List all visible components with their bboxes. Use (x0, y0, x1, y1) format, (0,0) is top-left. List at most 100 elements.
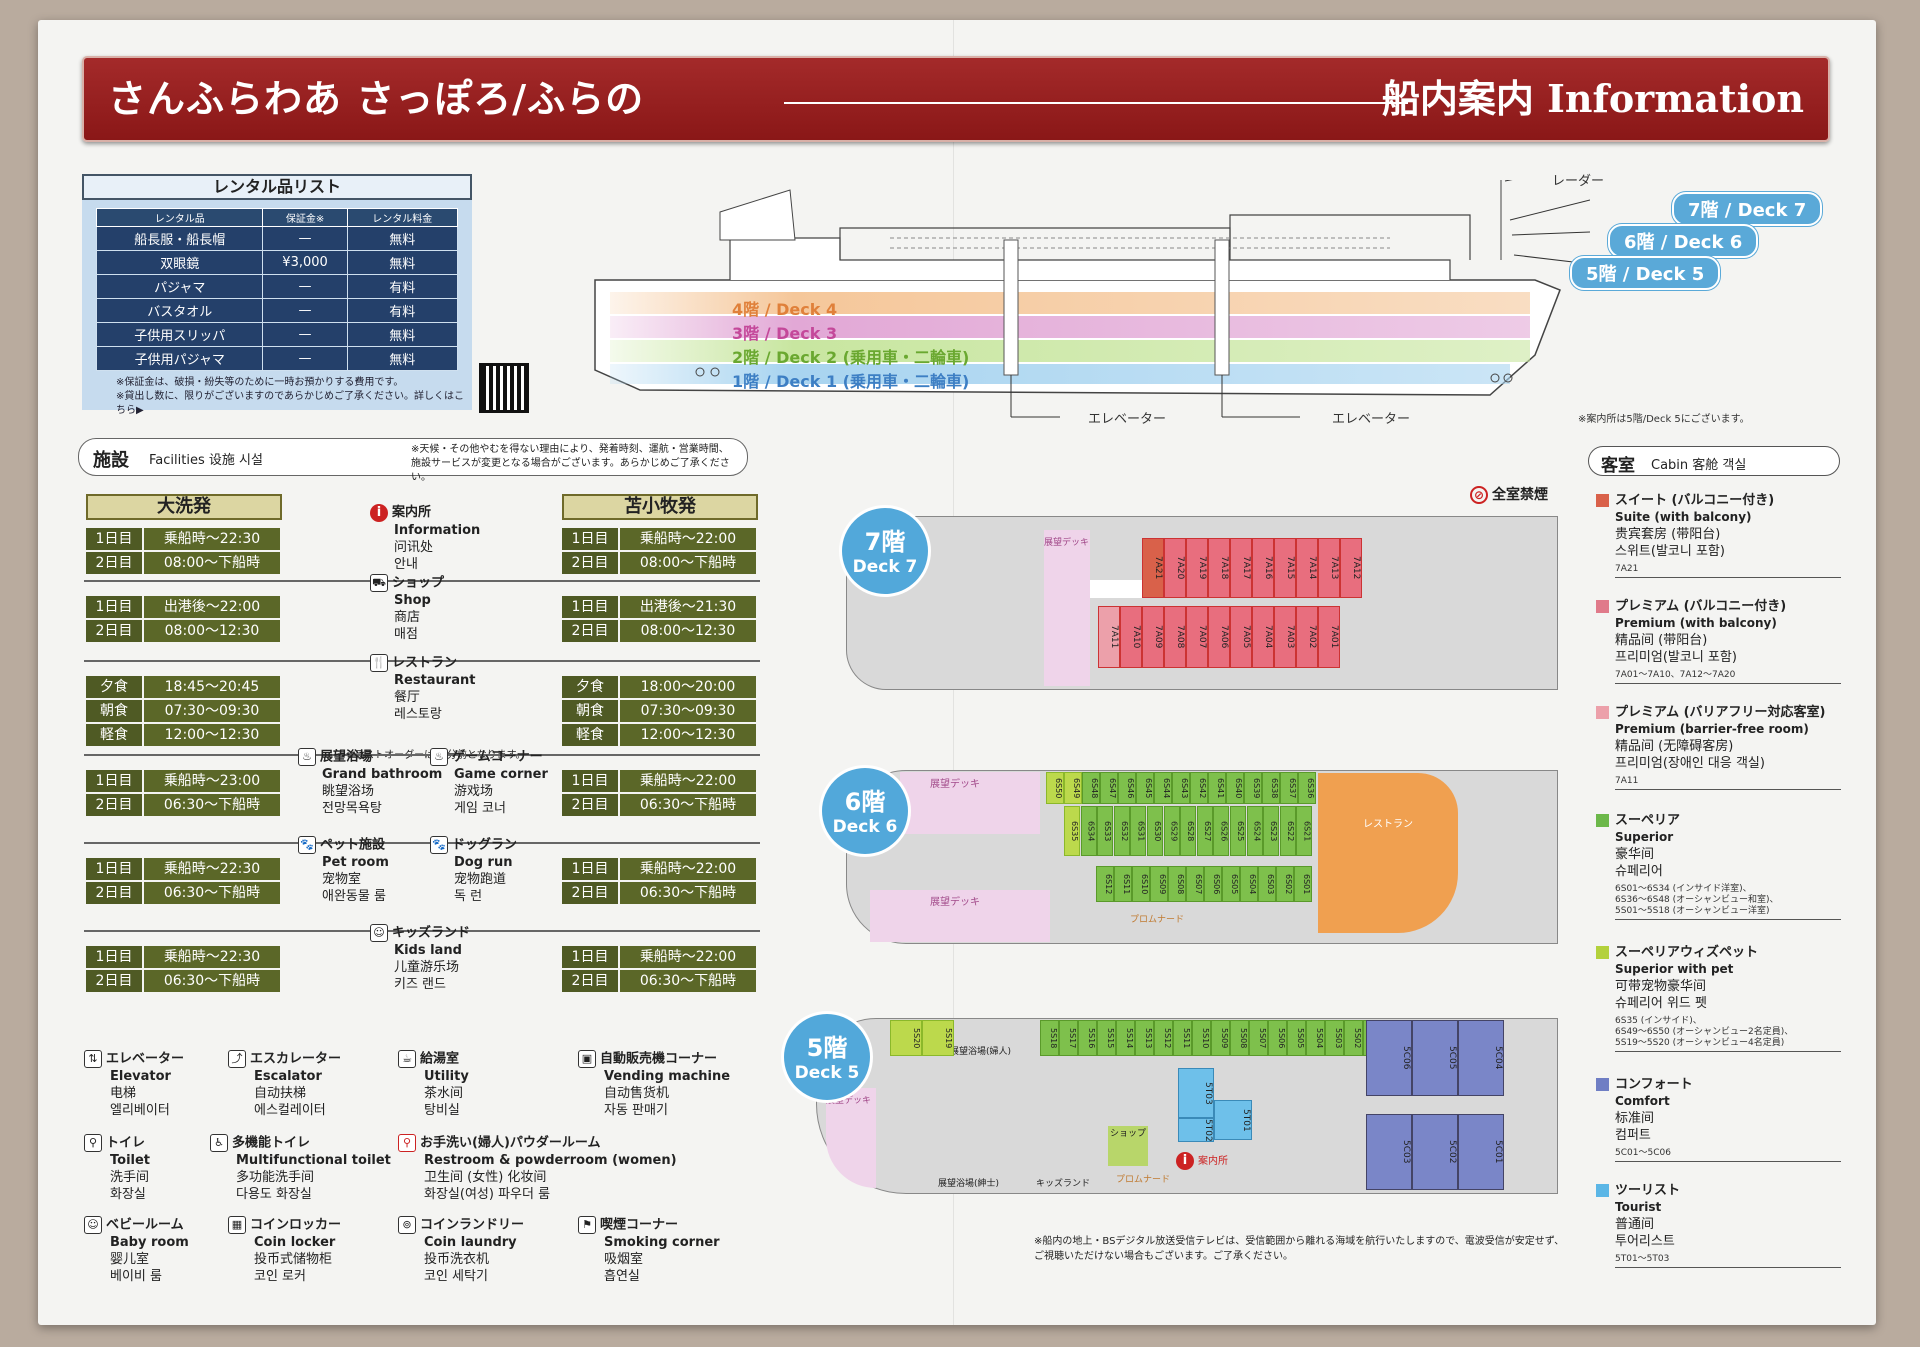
cabin-room[interactable]: 5S15 (1097, 1020, 1116, 1056)
cabin-room[interactable]: 6S41 (1208, 772, 1226, 804)
cabin-room[interactable]: 6S36 (1298, 772, 1316, 804)
cabin-room[interactable]: 7A09 (1142, 606, 1164, 668)
cabin-room[interactable]: 6S28 (1180, 806, 1197, 856)
cabin-room[interactable]: 6S37 (1280, 772, 1298, 804)
cabin-room[interactable]: 6S39 (1244, 772, 1262, 804)
shop-area[interactable]: ショップ (1108, 1126, 1148, 1166)
cabin-room[interactable]: 7A10 (1120, 606, 1142, 668)
note-line[interactable]: ※貸出し数に、限りがございますのであらかじめご了承ください。詳しくはこちら▶ (116, 391, 464, 416)
cabin-room[interactable]: 6S27 (1196, 806, 1213, 856)
cabin-room[interactable]: 5S16 (1078, 1020, 1097, 1056)
cabin-room[interactable]: 6S40 (1226, 772, 1244, 804)
cabin-room[interactable]: 6S10 (1132, 866, 1150, 902)
cabin-room[interactable]: 6S32 (1113, 806, 1130, 856)
cabin-room[interactable]: 5C02 (1412, 1114, 1458, 1190)
cabin-room[interactable]: 6S21 (1296, 806, 1313, 856)
cabin-room[interactable]: 6S30 (1147, 806, 1163, 856)
cabin-room[interactable]: 7A16 (1252, 538, 1274, 598)
cabin-room[interactable]: 7A01 (1318, 606, 1340, 668)
cabin-room[interactable]: 6S31 (1130, 806, 1147, 856)
qr-code[interactable] (479, 363, 529, 413)
cabin-room[interactable]: 5T03 (1178, 1068, 1214, 1118)
cabin-room[interactable]: 7A07 (1186, 606, 1208, 668)
cabin-room[interactable]: 6S06 (1204, 866, 1222, 902)
cabin-room[interactable]: 7A05 (1230, 606, 1252, 668)
cabin-room[interactable]: 7A14 (1296, 538, 1318, 598)
cabin-room[interactable]: 7A17 (1230, 538, 1252, 598)
cabin-room[interactable]: 6S49 (1064, 772, 1082, 804)
cabin-room[interactable]: 5S12 (1154, 1020, 1173, 1056)
cabin-room[interactable]: 5C03 (1366, 1114, 1412, 1190)
cabin-room[interactable]: 5S07 (1249, 1020, 1268, 1056)
cabin-room[interactable]: 6S38 (1262, 772, 1280, 804)
cabin-room[interactable]: 6S04 (1240, 866, 1258, 902)
cabin-room[interactable]: 6S33 (1097, 806, 1114, 856)
cabin-room[interactable]: 5C05 (1412, 1020, 1458, 1096)
cabin-room[interactable]: 6S50 (1046, 772, 1064, 804)
cabin-room[interactable]: 5S02 (1344, 1020, 1363, 1056)
cabin-room[interactable]: 6S45 (1136, 772, 1154, 804)
cabin-room[interactable]: 5C04 (1458, 1020, 1504, 1096)
cabin-room[interactable]: 7A19 (1186, 538, 1208, 598)
cabin-room[interactable]: 5S10 (1192, 1020, 1211, 1056)
cabin-room[interactable]: 6S22 (1279, 806, 1296, 856)
cabin-room[interactable]: 5S20 (890, 1020, 922, 1056)
cabin-room[interactable]: 5S13 (1135, 1020, 1154, 1056)
cabin-room[interactable]: 7A06 (1208, 606, 1230, 668)
cabin-room[interactable]: 5S11 (1173, 1020, 1192, 1056)
cabin-room[interactable]: 6S07 (1186, 866, 1204, 902)
cabin-room[interactable]: 6S09 (1150, 866, 1168, 902)
restaurant-area[interactable]: レストラン (1318, 773, 1458, 933)
cabin-room[interactable]: 5S04 (1306, 1020, 1325, 1056)
cabin-room[interactable]: 6S25 (1230, 806, 1246, 856)
cabin-room[interactable]: 6S12 (1096, 866, 1114, 902)
cabin-room[interactable]: 6S08 (1168, 866, 1186, 902)
cabin-room[interactable]: 5S03 (1325, 1020, 1344, 1056)
cabin-room[interactable]: 5S06 (1268, 1020, 1287, 1056)
cabin-room[interactable]: 6S02 (1276, 866, 1294, 902)
cabin-room[interactable]: 6S46 (1118, 772, 1136, 804)
legend-line: 엘리베이터 (110, 1103, 170, 1118)
cabin-room[interactable]: 6S26 (1213, 806, 1230, 856)
cabin-room[interactable]: 5C01 (1458, 1114, 1504, 1190)
legend-line: Coin locker (254, 1235, 336, 1250)
cabin-room[interactable]: 6S47 (1100, 772, 1118, 804)
cabin-room[interactable]: 5T02 (1178, 1118, 1214, 1142)
cabin-room[interactable]: 6S42 (1190, 772, 1208, 804)
cabin-room[interactable]: 7A03 (1274, 606, 1296, 668)
cabin-room[interactable]: 7A13 (1318, 538, 1340, 598)
cabin-room[interactable]: 5S14 (1116, 1020, 1135, 1056)
cabin-room[interactable]: 6S11 (1114, 866, 1132, 902)
cabin-room[interactable]: 5C06 (1366, 1020, 1412, 1096)
cabin-room[interactable]: 6S23 (1263, 806, 1280, 856)
cabin-room[interactable]: 6S05 (1222, 866, 1240, 902)
cabin-room[interactable]: 5S17 (1059, 1020, 1078, 1056)
cabin-room[interactable]: 7A02 (1296, 606, 1318, 668)
cabin-room[interactable]: 7A08 (1164, 606, 1186, 668)
cabin-room[interactable]: 7A20 (1164, 538, 1186, 598)
cabin-room[interactable]: 6S48 (1082, 772, 1100, 804)
cabin-room[interactable]: 7A21 (1142, 538, 1164, 598)
cabin-name-jp: スーペリア (1615, 813, 1681, 828)
cabin-room[interactable]: 6S34 (1080, 806, 1097, 856)
cabin-room[interactable]: 6S35 (1064, 806, 1080, 856)
cabin-room[interactable]: 5S08 (1230, 1020, 1249, 1056)
cabin-room[interactable]: 6S43 (1172, 772, 1190, 804)
deck-name: Deck 7 (852, 557, 918, 577)
cabin-room[interactable]: 7A12 (1340, 538, 1362, 598)
cabin-room[interactable]: 7A18 (1208, 538, 1230, 598)
cabin-room[interactable]: 7A04 (1252, 606, 1274, 668)
cabin-room[interactable]: 6S01 (1294, 866, 1312, 902)
cabin-room[interactable]: 5T01 (1214, 1100, 1252, 1140)
cabin-room[interactable]: 6S03 (1258, 866, 1276, 902)
cabin-room[interactable]: 6S24 (1246, 806, 1263, 856)
cabin-room[interactable]: 7A15 (1274, 538, 1296, 598)
cabin-room[interactable]: 5S09 (1211, 1020, 1230, 1056)
cabin-room[interactable]: 5S18 (1040, 1020, 1059, 1056)
cabin-room[interactable]: 5S05 (1287, 1020, 1306, 1056)
cabin-room[interactable]: 6S44 (1154, 772, 1172, 804)
cabin-room[interactable]: 5S19 (922, 1020, 954, 1056)
cabin-room-barrier-free[interactable]: 7A11 (1098, 606, 1120, 668)
cabin-room[interactable]: 6S29 (1163, 806, 1180, 856)
